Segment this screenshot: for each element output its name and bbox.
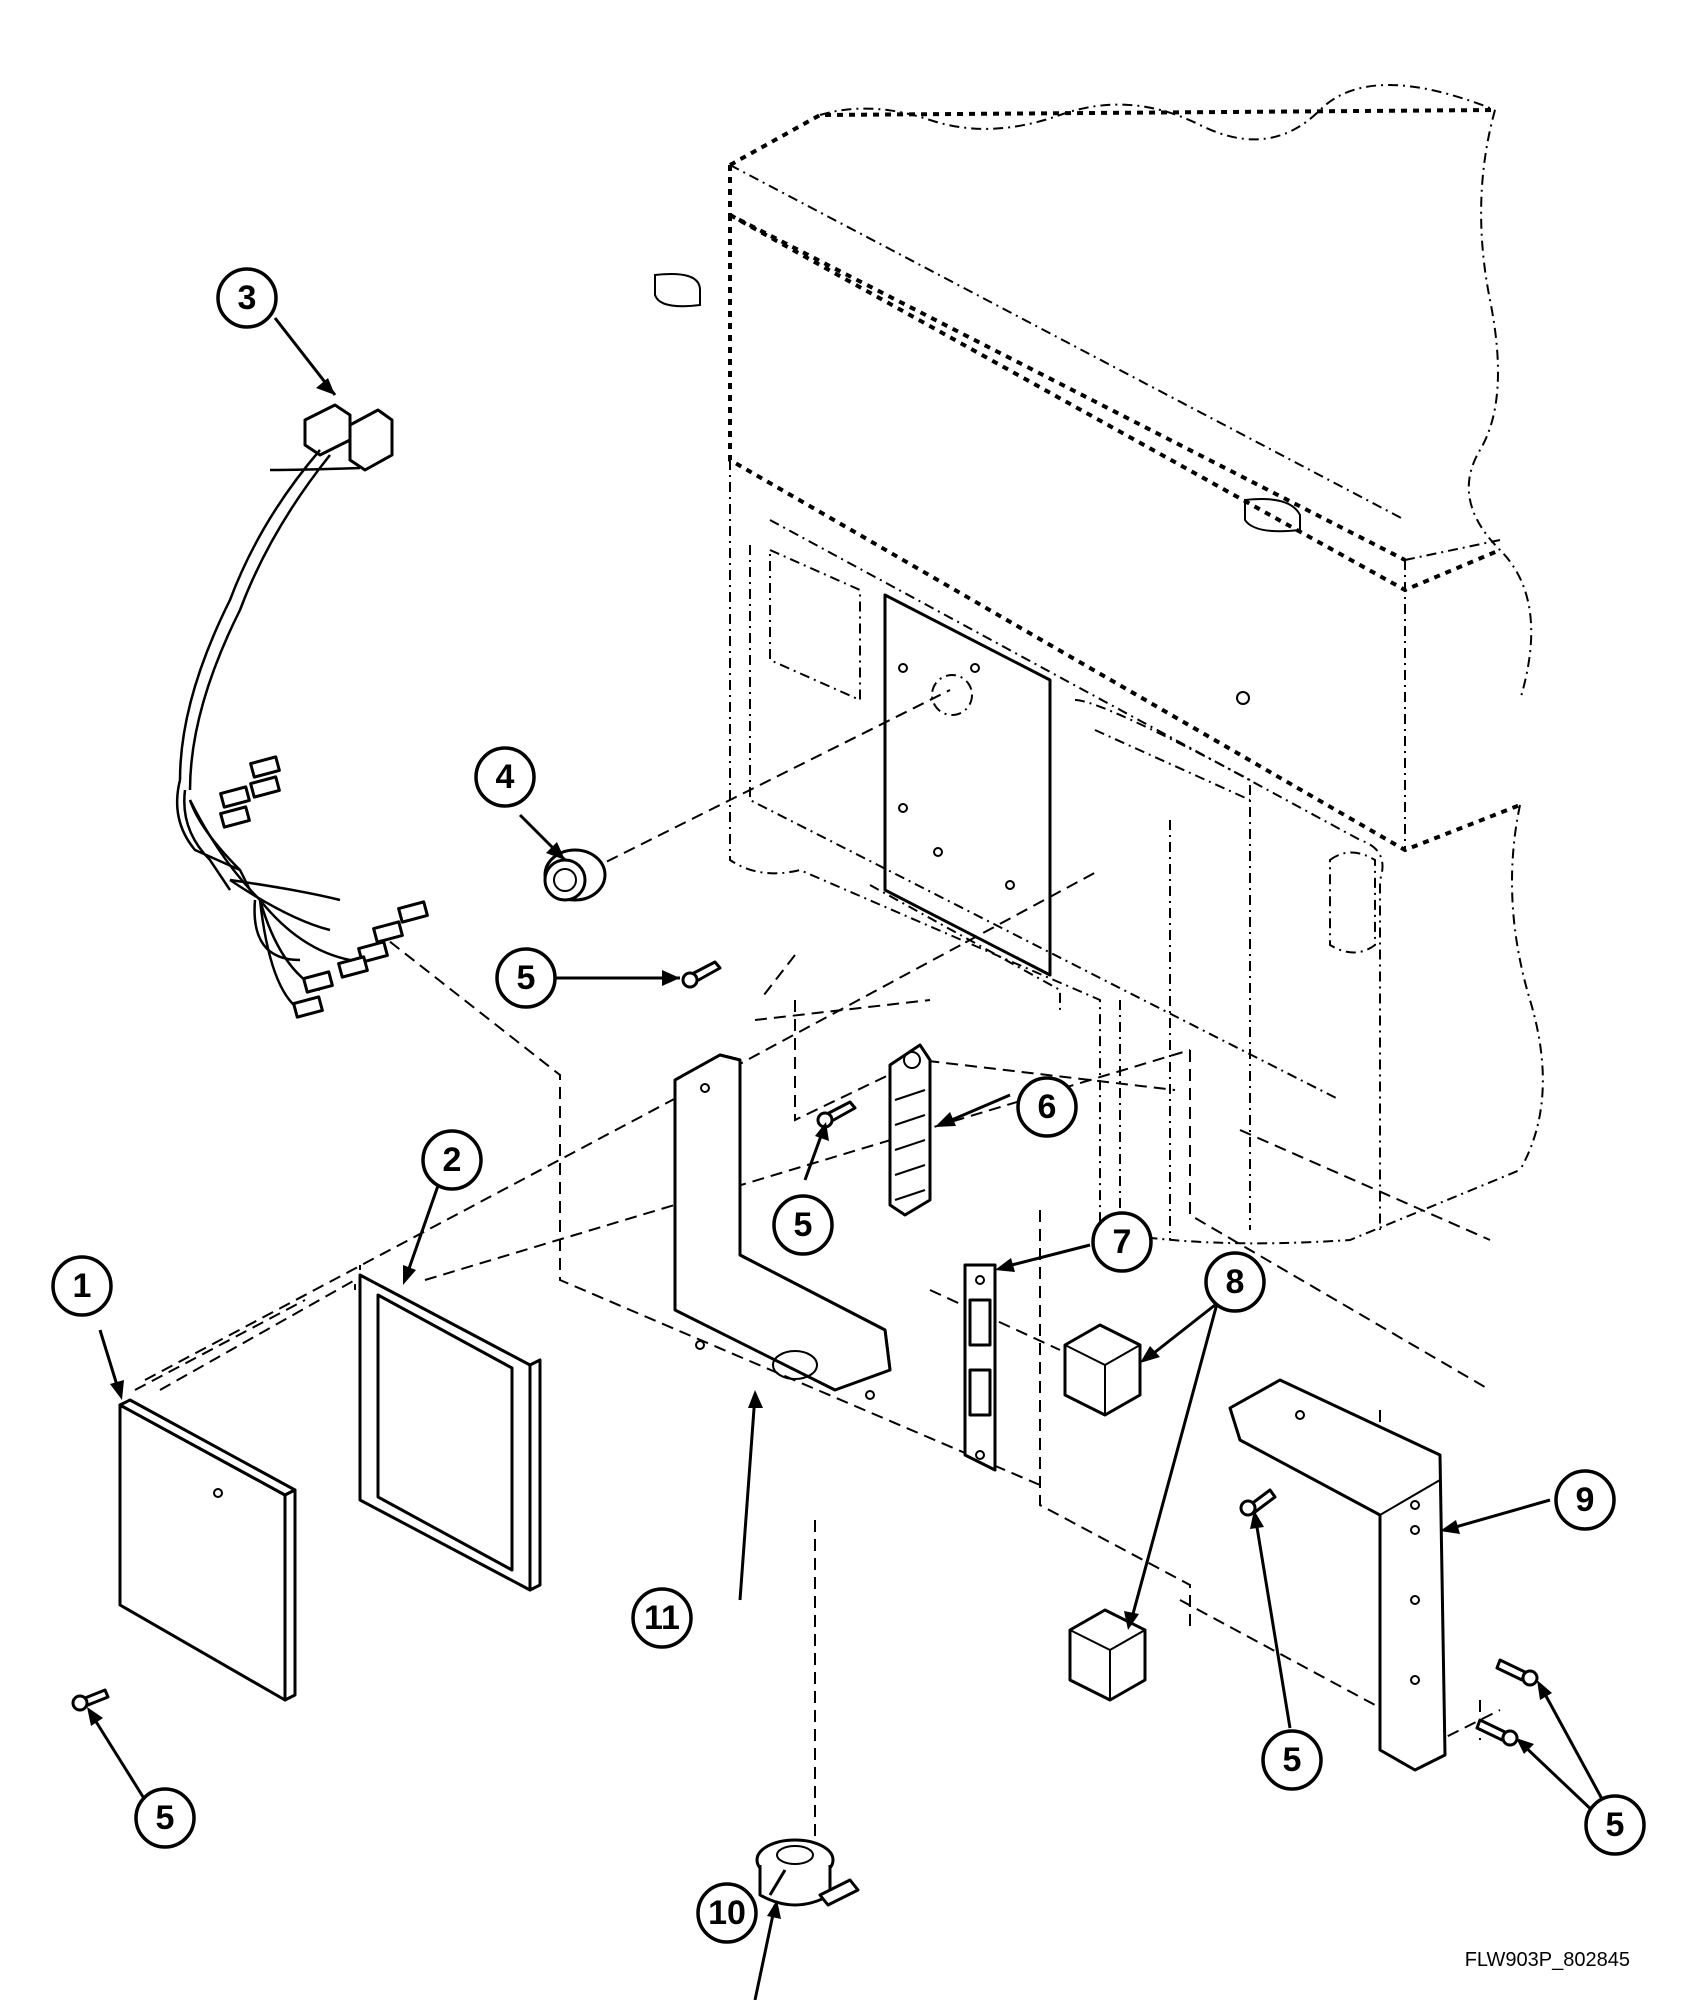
callout-6-label: 6 bbox=[1038, 1088, 1057, 1126]
part-5-screw-d bbox=[1239, 1488, 1277, 1517]
part-3-wire-harness bbox=[175, 403, 429, 1019]
part-4-bushing bbox=[543, 848, 607, 902]
part-5-screw-e bbox=[1475, 1658, 1539, 1747]
callout-7: 7 bbox=[1091, 1211, 1153, 1273]
part-5-screw-b bbox=[816, 1100, 857, 1129]
callout-5b: 5 bbox=[772, 1194, 834, 1256]
callout-5b-label: 5 bbox=[794, 1206, 813, 1244]
callout-5a-label: 5 bbox=[517, 959, 536, 997]
callout-11: 11 bbox=[631, 1587, 693, 1649]
assembly-lines bbox=[134, 689, 1501, 1850]
callout-11-label: 11 bbox=[644, 1599, 680, 1637]
part-8-relay-lower bbox=[1068, 1608, 1147, 1702]
callout-1-label: 1 bbox=[73, 1267, 92, 1305]
part-2-gasket-frame bbox=[358, 1273, 542, 1592]
part-1-cover-panel bbox=[118, 1398, 297, 1702]
callout-2: 2 bbox=[421, 1129, 483, 1191]
callout-5e-label: 5 bbox=[1606, 1806, 1625, 1844]
callout-3-label: 3 bbox=[238, 279, 257, 317]
callout-5e: 5 bbox=[1584, 1794, 1646, 1856]
callout-9: 9 bbox=[1554, 1469, 1616, 1531]
callout-5a: 5 bbox=[495, 947, 557, 1009]
callout-5c-label: 5 bbox=[156, 1799, 175, 1837]
callout-1: 1 bbox=[51, 1255, 113, 1317]
callout-2-label: 2 bbox=[443, 1141, 462, 1179]
callout-7-label: 7 bbox=[1113, 1223, 1132, 1261]
part-6-terminal-block bbox=[888, 1043, 932, 1217]
part-11-bracket bbox=[673, 1053, 892, 1400]
callout-4: 4 bbox=[474, 746, 536, 808]
part-8-relay-upper bbox=[1063, 1323, 1142, 1417]
callout-8-label: 8 bbox=[1226, 1263, 1245, 1301]
callout-5d-label: 5 bbox=[1283, 1741, 1302, 1779]
part-10-strain-relief bbox=[755, 1838, 860, 1907]
callout-6: 6 bbox=[1016, 1076, 1078, 1138]
machine-cabinet-phantom bbox=[654, 84, 1544, 1245]
part-7-plate bbox=[963, 1263, 997, 1472]
leader-lines bbox=[87, 317, 1610, 2000]
callout-9-label: 9 bbox=[1576, 1481, 1595, 1519]
callout-10: 10 bbox=[696, 1882, 758, 1944]
drawing-id-label: FLW903P_802845 bbox=[1464, 1949, 1630, 1971]
part-5-screw-c bbox=[71, 1688, 110, 1712]
part-5-screw-a bbox=[681, 960, 722, 989]
callout-3: 3 bbox=[216, 267, 278, 329]
callout-8: 8 bbox=[1204, 1251, 1266, 1313]
part-9-mounting-bracket bbox=[1228, 1378, 1447, 1772]
callout-5c: 5 bbox=[134, 1787, 196, 1849]
callout-10-label: 10 bbox=[708, 1894, 746, 1932]
callout-4-label: 4 bbox=[496, 758, 515, 796]
callout-5d: 5 bbox=[1261, 1729, 1323, 1791]
